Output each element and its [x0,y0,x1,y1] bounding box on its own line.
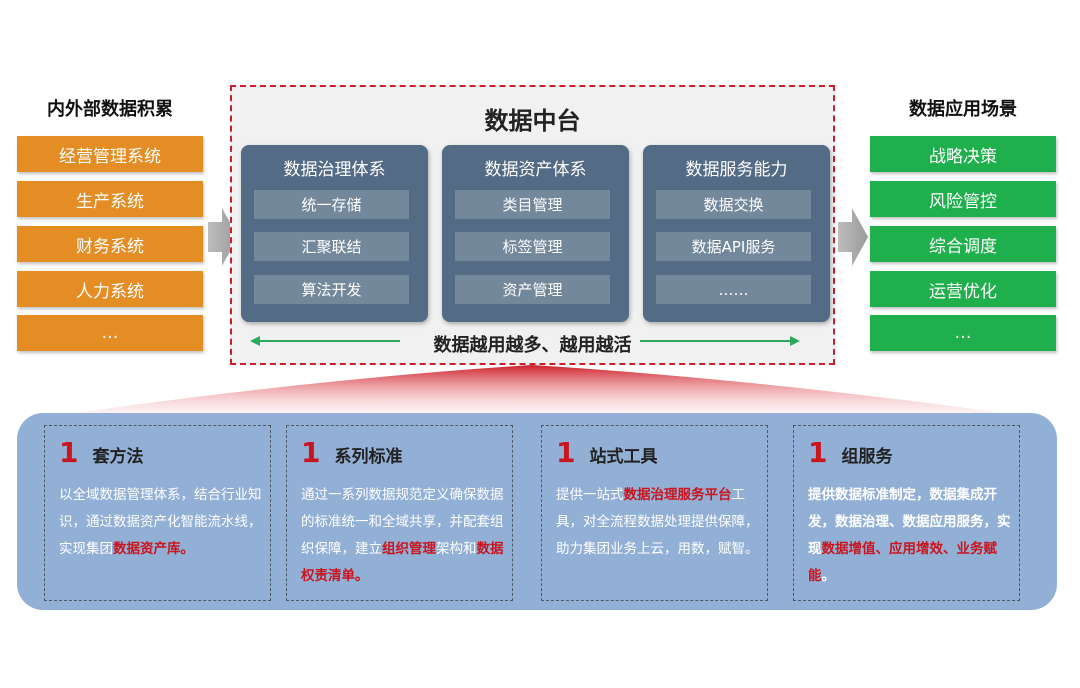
right-column-title: 数据应用场景 [909,99,1017,120]
left-column-title: 内外部数据积累 [47,99,173,120]
card-body: 提供一站式数据治理服务平台工具，对全流程数据处理提供保障，助力集团业务上云，用数… [556,487,759,557]
pillar-item: 数据API服务 [656,232,811,261]
card-title: 组服务 [841,447,893,467]
platform-title: 数据中台 [484,107,581,135]
pillar-item: …… [656,275,811,304]
pillar-item: 标签管理 [455,232,610,261]
data-middle-platform: 数据中台 数据治理体系 统一存储 汇聚联结 算法开发 数据资产体系 类目管理 标… [230,85,835,365]
card-body: 以全域数据管理体系，结合行业知识，通过数据资产化智能流水线，实现集团数据资产库。 [59,487,262,557]
pillar-title: 数据治理体系 [283,160,386,180]
pillar-item: 统一存储 [254,190,409,219]
capability-card-methodology: 1 套方法 以全域数据管理体系，结合行业知识，通过数据资产化智能流水线，实现集团… [44,425,271,601]
pillar-item: 资产管理 [455,275,610,304]
application-scenario-item: 战略决策 [870,136,1056,172]
card-number: 1 [301,436,321,469]
capability-panel: 1 套方法 以全域数据管理体系，结合行业知识，通过数据资产化智能流水线，实现集团… [17,413,1057,610]
slogan-left-arrow-icon [250,336,400,346]
source-system-item: 经营管理系统 [17,136,203,172]
card-title: 站式工具 [589,447,658,467]
capability-card-standards: 1 系列标准 通过一系列数据规范定义确保数据的标准统一和全域共享，并配套组织保障… [286,425,513,601]
left-flow-arrow-icon [208,208,238,266]
source-system-item: 人力系统 [17,271,203,307]
application-scenario-item: 风险管控 [870,181,1056,217]
card-body: 通过一系列数据规范定义确保数据的标准统一和全域共享，并配套组织保障，建立组织管理… [301,487,504,584]
card-title: 系列标准 [334,447,403,467]
source-system-item: 生产系统 [17,181,203,217]
source-system-item: … [17,315,203,351]
application-scenario-item: … [870,315,1056,351]
source-system-item: 财务系统 [17,226,203,262]
card-title: 套方法 [92,447,144,467]
pillar-item: 汇聚联结 [254,232,409,261]
pillar-item: 算法开发 [254,275,409,304]
card-number: 1 [808,436,828,469]
card-number: 1 [59,436,79,469]
pillar-data-services: 数据服务能力 数据交换 数据API服务 …… [643,145,830,322]
platform-slogan: 数据越用越多、越用越活 [433,335,632,356]
slogan-right-arrow-icon [640,336,800,346]
application-scenario-item: 综合调度 [870,226,1056,262]
card-number: 1 [556,436,576,469]
right-flow-arrow-icon [838,208,868,266]
card-body: 提供数据标准制定，数据集成开发，数据治理、数据应用服务，实现数据增值、应用增效、… [808,487,1011,584]
pillar-title: 数据资产体系 [484,160,587,180]
application-scenario-item: 运营优化 [870,271,1056,307]
pillar-data-governance: 数据治理体系 统一存储 汇聚联结 算法开发 [241,145,428,322]
pillar-title: 数据服务能力 [685,160,788,180]
capability-card-services: 1 组服务 提供数据标准制定，数据集成开发，数据治理、数据应用服务，实现数据增值… [793,425,1020,601]
pillar-item: 类目管理 [455,190,610,219]
pillar-item: 数据交换 [656,190,811,219]
capability-card-tools: 1 站式工具 提供一站式数据治理服务平台工具，对全流程数据处理提供保障，助力集团… [541,425,768,601]
pillar-data-assets: 数据资产体系 类目管理 标签管理 资产管理 [442,145,629,322]
